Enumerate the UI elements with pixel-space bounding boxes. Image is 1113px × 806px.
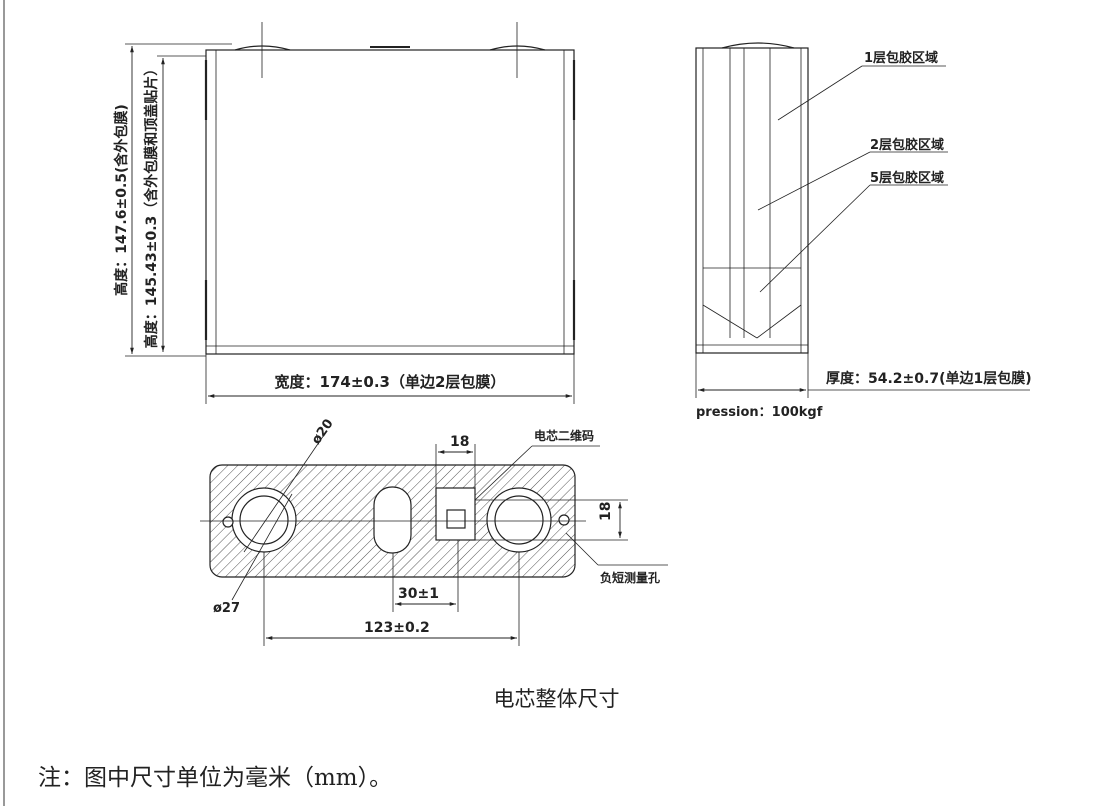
units-note: 注：图中尺寸单位为毫米（mm）。 (38, 765, 393, 791)
layer2-label: 2层包胶区域 (870, 137, 944, 153)
front-body-outline (205, 49, 575, 355)
qr-leader (474, 445, 533, 501)
height-outer-label: 高度：147.6±0.5(含外包膜) (113, 104, 130, 296)
short-test-hole-label: 负短测量孔 (600, 570, 660, 585)
dim-18-top-label: 18 (450, 434, 469, 450)
layer5-label: 5层包胶区域 (870, 170, 944, 186)
terminal-inner-circle (239, 495, 289, 545)
dim-30-label: 30±1 (398, 586, 439, 602)
qr-code-label: 电芯二维码 (534, 428, 594, 443)
short-test-leader (565, 532, 599, 566)
front-view (125, 22, 576, 404)
layer5-leader (759, 184, 871, 293)
terminal-right-inner-circle (494, 495, 544, 545)
phi27-leader (231, 493, 293, 601)
short-test-hole (558, 514, 570, 526)
phi20-leader (243, 431, 327, 553)
side-view (695, 42, 1030, 398)
dim-phi20-label: ø20 (309, 417, 337, 448)
dim-123-label: 123±0.2 (364, 620, 430, 636)
dim-phi27-label: ø27 (213, 601, 240, 616)
side-terminal (721, 42, 795, 49)
page-border-left (3, 0, 5, 806)
dim-18-right-label: 18 (598, 502, 614, 521)
left-hole (222, 516, 234, 528)
qr-code-icon (446, 509, 466, 529)
layer2-leader (757, 151, 871, 211)
height-inner-label: 高度：145.43±0.3（含外包膜和顶盖贴片） (143, 62, 160, 349)
side-body-outline (695, 47, 809, 354)
layer1-label: 1层包胶区域 (864, 50, 938, 66)
top-view (200, 431, 668, 646)
thickness-label: 厚度：54.2±0.7(单边1层包膜) (826, 370, 1032, 387)
vent-slot (373, 486, 412, 554)
pressure-label: pression：100kgf (696, 405, 823, 420)
layer1-leader (777, 65, 863, 121)
width-label: 宽度：174±0.3（单边2层包膜） (274, 373, 506, 391)
drawing-caption: 电芯整体尺寸 (493, 687, 620, 711)
